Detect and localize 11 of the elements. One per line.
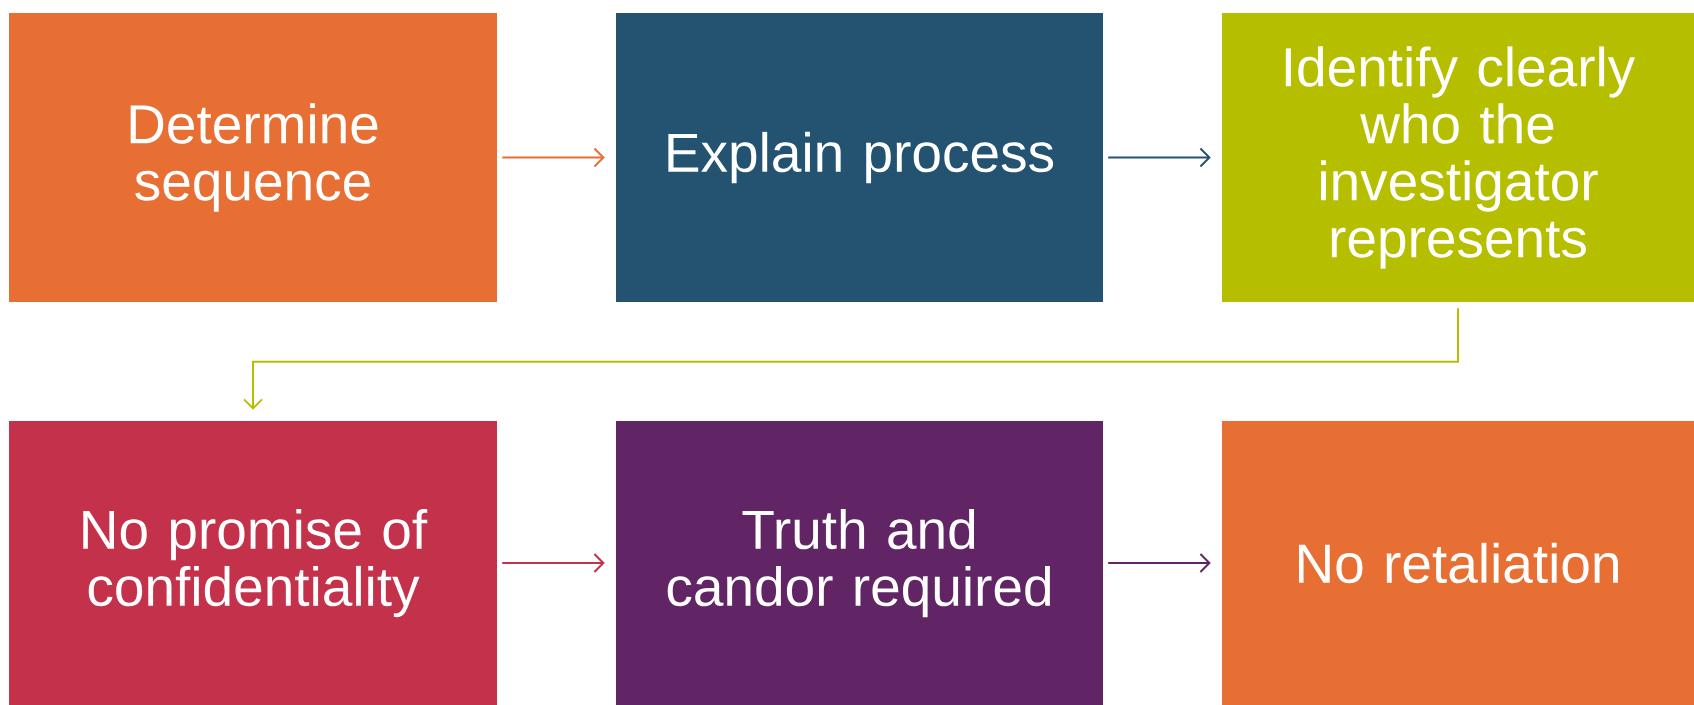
process-box: No retaliation (1222, 421, 1694, 705)
arrow (1107, 553, 1211, 573)
process-box: No promise of confidentiality (9, 421, 497, 705)
arrow (501, 553, 605, 573)
arrow (243, 307, 1459, 410)
arrow (1107, 147, 1211, 168)
process-box: Determine sequence (9, 13, 497, 302)
arrow (501, 147, 605, 168)
process-box: Truth and candor required (616, 421, 1103, 705)
process-box: Identify clearly who the investigator represents (1222, 13, 1694, 302)
process-box: Explain process (616, 13, 1103, 302)
